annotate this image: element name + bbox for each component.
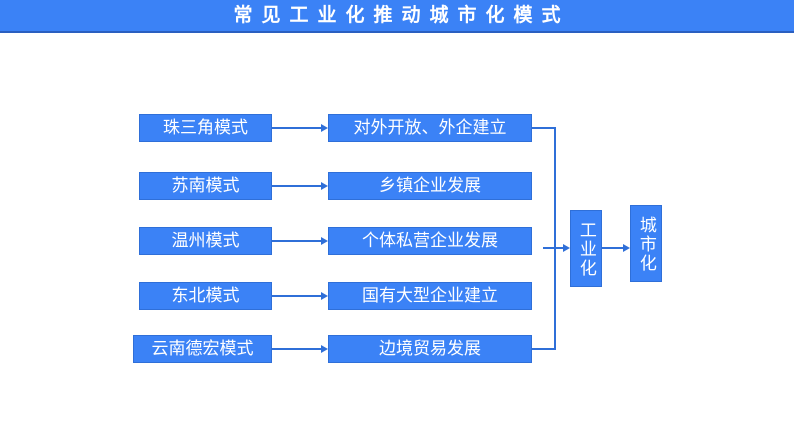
model-box-wenzhou[interactable]: 温州模式 bbox=[139, 227, 272, 255]
arrow-head-model-to-driver-3 bbox=[321, 237, 328, 245]
page-title: 常见工业化推动城市化模式 bbox=[233, 5, 570, 26]
driver-box-label: 边境贸易发展 bbox=[379, 339, 481, 359]
arrow-line-model-to-driver-1 bbox=[272, 127, 321, 129]
arrow-line-model-to-driver-5 bbox=[272, 348, 321, 350]
driver-box-label: 国有大型企业建立 bbox=[362, 286, 498, 306]
driver-box-opening-up[interactable]: 对外开放、外企建立 bbox=[328, 114, 532, 142]
driver-box-township-enterprise[interactable]: 乡镇企业发展 bbox=[328, 172, 532, 200]
outcome-box-label: 城市化 bbox=[636, 216, 656, 273]
driver-box-label: 对外开放、外企建立 bbox=[353, 118, 507, 138]
driver-box-border-trade[interactable]: 边境贸易发展 bbox=[328, 335, 532, 363]
model-box-label: 苏南模式 bbox=[171, 176, 240, 196]
driver-box-state-owned-enterprise[interactable]: 国有大型企业建立 bbox=[328, 282, 532, 310]
driver-box-private-enterprise[interactable]: 个体私营企业发展 bbox=[328, 227, 532, 255]
model-box-dongbei[interactable]: 东北模式 bbox=[139, 282, 272, 310]
model-box-label: 东北模式 bbox=[171, 286, 240, 306]
arrow-head-bracket-to-industrialization bbox=[563, 244, 570, 252]
arrow-line-model-to-driver-4 bbox=[272, 295, 321, 297]
bracket-bottom-stub bbox=[532, 348, 556, 350]
arrow-head-model-to-driver-2 bbox=[321, 182, 328, 190]
model-box-sunan[interactable]: 苏南模式 bbox=[139, 172, 272, 200]
outcome-box-industrialization[interactable]: 工业化 bbox=[570, 210, 602, 287]
outcome-box-label: 工业化 bbox=[576, 221, 596, 278]
arrow-head-model-to-driver-1 bbox=[321, 124, 328, 132]
bracket-top-stub bbox=[532, 127, 556, 129]
arrow-line-model-to-driver-3 bbox=[272, 240, 321, 242]
driver-box-label: 乡镇企业发展 bbox=[379, 176, 481, 196]
model-box-zhusanjiao[interactable]: 珠三角模式 bbox=[139, 114, 272, 142]
arrow-head-model-to-driver-5 bbox=[321, 345, 328, 353]
slide-title-bar: 常见工业化推动城市化模式 bbox=[0, 0, 794, 33]
arrow-head-model-to-driver-4 bbox=[321, 292, 328, 300]
model-box-label: 温州模式 bbox=[171, 231, 240, 251]
outcome-box-urbanization[interactable]: 城市化 bbox=[630, 205, 662, 282]
arrow-line-bracket-to-industrialization bbox=[543, 247, 563, 249]
model-box-label: 珠三角模式 bbox=[163, 118, 248, 138]
arrow-line-industrialization-to-urbanization bbox=[602, 247, 623, 249]
model-box-label: 云南德宏模式 bbox=[151, 339, 254, 359]
model-box-yunnan-dehong[interactable]: 云南德宏模式 bbox=[133, 335, 272, 363]
arrow-head-industrialization-to-urbanization bbox=[623, 244, 630, 252]
driver-box-label: 个体私营企业发展 bbox=[362, 231, 498, 251]
bracket-spine bbox=[554, 127, 556, 350]
arrow-line-model-to-driver-2 bbox=[272, 185, 321, 187]
